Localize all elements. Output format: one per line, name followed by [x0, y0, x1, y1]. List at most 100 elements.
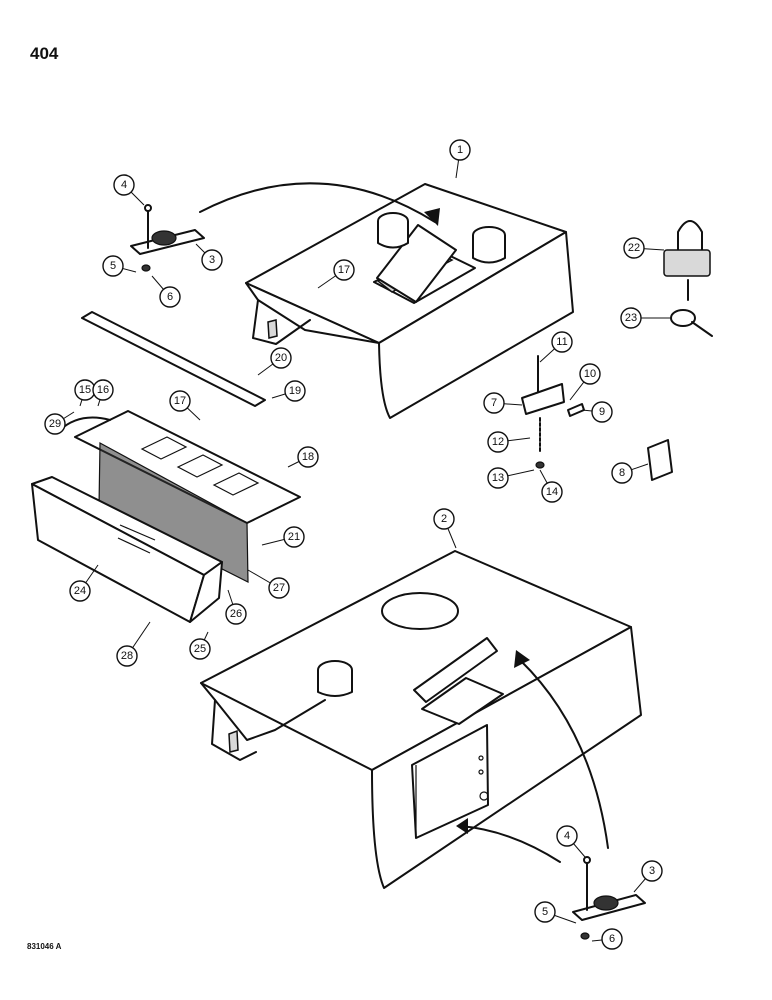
callout-label: 11 [556, 336, 567, 348]
callout-c4a: 4 [113, 174, 145, 206]
callout-c17b: 17 [169, 390, 201, 421]
callout-circle [611, 462, 633, 484]
callout-label: 12 [492, 436, 504, 448]
callout-label: 3 [649, 865, 655, 877]
callout-label: 27 [273, 582, 285, 594]
panel-assembly [31, 311, 301, 623]
callout-circle [102, 255, 124, 277]
callout-c29: 29 [44, 411, 75, 435]
callout-circle [487, 467, 509, 489]
callout-label: 9 [599, 406, 605, 418]
callout-label: 15 [79, 384, 91, 396]
callout-circle [283, 526, 305, 548]
callout-c23: 23 [620, 307, 672, 329]
callout-circle [268, 577, 290, 599]
callout-label: 3 [209, 254, 215, 266]
callout-c6b: 6 [591, 928, 623, 950]
callout-c28: 28 [116, 621, 151, 667]
callout-c7: 7 [483, 392, 523, 414]
callout-circle [579, 363, 601, 385]
callout-label: 17 [338, 264, 350, 276]
callout-c4b: 4 [556, 825, 586, 858]
callout-label: 6 [167, 291, 173, 303]
callout-c8: 8 [611, 462, 649, 484]
callout-label: 5 [542, 906, 548, 918]
callout-label: 25 [194, 643, 206, 655]
callout-label: 29 [49, 418, 61, 430]
callout-c11: 11 [539, 331, 573, 363]
callout-circle [556, 825, 578, 847]
upper-cover [245, 183, 574, 419]
spring-latch [521, 355, 673, 481]
callout-label: 19 [289, 385, 301, 397]
callout-c15: 15 [74, 379, 96, 407]
callout-c3a: 3 [195, 243, 223, 271]
callout-circle [591, 401, 613, 423]
callout-label: 26 [230, 608, 242, 620]
callout-circle [620, 307, 642, 329]
drawing-id: 831046 A [27, 942, 62, 951]
callout-circle [270, 347, 292, 369]
callout-label: 17 [174, 395, 186, 407]
callout-circle [534, 901, 556, 923]
callout-circle [297, 446, 319, 468]
callout-circle [483, 392, 505, 414]
padlock [663, 220, 713, 337]
callout-circle [92, 379, 114, 401]
callout-label: 13 [492, 472, 504, 484]
callout-label: 24 [74, 585, 86, 597]
callout-c13: 13 [487, 467, 535, 489]
callout-label: 23 [625, 312, 637, 324]
callout-label: 4 [564, 830, 570, 842]
callout-circle [69, 580, 91, 602]
callout-label: 21 [288, 531, 300, 543]
callout-c19: 19 [271, 380, 306, 402]
callout-c26: 26 [225, 589, 247, 625]
callout-circle [169, 390, 191, 412]
callout-circle [225, 603, 247, 625]
callout-circle [601, 928, 623, 950]
callout-label: 10 [584, 368, 596, 380]
callout-label: 1 [457, 144, 463, 156]
callout-label: 16 [97, 384, 109, 396]
callout-c5a: 5 [102, 255, 137, 277]
callout-label: 18 [302, 451, 314, 463]
callout-label: 28 [121, 650, 133, 662]
callout-label: 8 [619, 467, 625, 479]
callout-circle [189, 638, 211, 660]
callout-c21: 21 [261, 526, 305, 548]
callout-c2: 2 [433, 508, 457, 549]
callout-label: 14 [546, 486, 558, 498]
callout-circle [333, 259, 355, 281]
callout-circle [433, 508, 455, 530]
callout-label: 4 [121, 179, 127, 191]
callout-circle [487, 431, 509, 453]
callout-c16: 16 [92, 379, 114, 407]
callout-label: 2 [441, 513, 447, 525]
callout-label: 5 [110, 260, 116, 272]
callout-c12: 12 [487, 431, 531, 453]
callout-c22: 22 [623, 237, 665, 259]
callout-label: 6 [609, 933, 615, 945]
callout-circle [201, 249, 223, 271]
latch-assembly-upper [130, 204, 205, 272]
callout-label: 20 [275, 352, 287, 364]
callout-c27: 27 [247, 569, 290, 599]
callout-circle [551, 331, 573, 353]
callout-c1: 1 [449, 139, 471, 179]
callout-circle [284, 380, 306, 402]
callout-label: 7 [491, 397, 497, 409]
lower-cover [200, 550, 642, 889]
page-number: 404 [30, 44, 59, 63]
callout-circle [449, 139, 471, 161]
callout-label: 22 [628, 242, 640, 254]
callout-c14: 14 [539, 469, 563, 503]
callout-c5b: 5 [534, 901, 577, 924]
callout-c9: 9 [581, 401, 613, 423]
callout-c18: 18 [287, 446, 319, 468]
callout-circle [44, 413, 66, 435]
callout-c20: 20 [257, 347, 292, 376]
callout-c25: 25 [189, 631, 211, 660]
